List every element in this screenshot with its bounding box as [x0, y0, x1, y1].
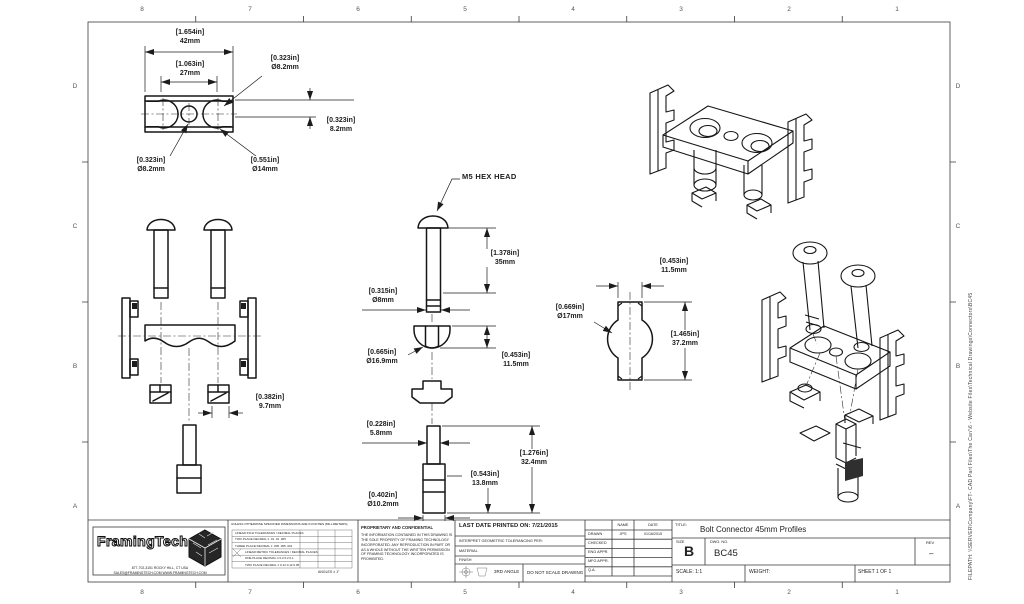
approval-drawn-name: JPS	[619, 531, 627, 536]
sheet-count-label: SHEET 1 OF 1	[858, 569, 892, 575]
dim-bolt-diameter: [0.315in]Ø8mm	[360, 287, 406, 306]
projection-label: 3RD ANGLE	[494, 569, 520, 574]
view-top	[141, 46, 354, 157]
weight-label: WEIGHT:	[749, 569, 770, 575]
tolerance-row: LINEAR INCH TOLERANCES / DECIMAL PLACES	[235, 531, 304, 535]
third-angle-projection-icon	[459, 566, 488, 578]
approval-row-label: CHECKED	[588, 540, 607, 545]
sheet-size: B	[684, 543, 695, 559]
zone-letter-right: B	[955, 363, 961, 370]
dim-hole-top-right: [0.323in]Ø8.2mm	[258, 54, 312, 73]
material-label: MATERIAL	[459, 549, 478, 553]
sheet-border	[82, 16, 956, 588]
zone-number-bottom: 5	[463, 589, 467, 596]
company-address-line1: 877-702-3151 ROCKY HILL, CT USA	[131, 566, 189, 570]
zone-letter-left: D	[72, 83, 78, 90]
view-iso-assembled	[649, 84, 813, 220]
tolerance-row: LINEAR METRIC TOLERANCES / DECIMAL PLACE…	[245, 549, 318, 554]
tolerance-row: TWO PLACE DECIMAL ± .01 .01 .005	[235, 537, 286, 542]
zone-letter-left: B	[72, 363, 78, 370]
approvals-date-header: DATE	[648, 522, 658, 527]
dim-pin-length: [1.276in]32.4mm	[510, 449, 558, 468]
rev-value: –	[929, 549, 934, 558]
dim-profile-height: [1.465in]37.2mm	[661, 330, 709, 349]
proprietary-title: PROPRIETARY AND CONFIDENTIAL	[361, 525, 434, 530]
zone-number-top: 1	[895, 6, 899, 13]
zone-number-bottom: 2	[787, 589, 791, 596]
drawing-title: Bolt Connector 45mm Profiles	[700, 525, 807, 534]
tolerance-note: UNLESS OTHERWISE SPECIFIED DIMENSIONS AR…	[231, 522, 348, 526]
zone-number-bottom: 1	[895, 589, 899, 596]
zone-number-top: 8	[140, 6, 144, 13]
dim-overall-width: [1.654in]42mm	[164, 28, 216, 47]
dim-pin-body-diameter: [0.402in]Ø10.2mm	[356, 491, 410, 510]
dim-pin-shaft-diameter: [0.228in]5.8mm	[358, 420, 404, 439]
dim-profile-width: [0.453in]11.5mm	[650, 257, 698, 276]
approval-row-label: ENG APPR.	[588, 549, 609, 554]
approval-row-label: Q.A.	[588, 568, 596, 573]
approval-row-label: DRAWN	[588, 531, 603, 536]
dwg-no-label: DWG. NO.	[710, 540, 729, 544]
company-address-line2: SALES@FRAMINGTECH.COM WWW.FRAMINGTECH.CO…	[113, 570, 207, 575]
dim-slot-bottom-right: [0.551in]Ø14mm	[238, 156, 292, 175]
zone-letter-left: A	[72, 503, 78, 510]
filepath-note: FILEPATH: \\SERVER\Company\FT- CAD Part …	[968, 292, 974, 580]
view-bolt-column	[362, 178, 540, 522]
dim-hole-bottom-left: [0.323in]Ø8.2mm	[124, 156, 178, 175]
zone-letter-left: C	[72, 223, 78, 230]
approvals-name-header: NAME	[617, 522, 629, 527]
proprietary-body: THE INFORMATION CONTAINED IN THIS DRAWIN…	[361, 533, 453, 562]
approval-row-label: MFG APPR.	[588, 559, 609, 564]
zone-number-top: 4	[571, 6, 575, 13]
zone-number-bottom: 3	[679, 589, 683, 596]
zone-number-top: 6	[356, 6, 360, 13]
do-not-scale-label: DO NOT SCALE DRAWING	[527, 570, 584, 575]
zone-number-top: 7	[248, 6, 252, 13]
title-label: TITLE:	[675, 522, 688, 527]
dim-barrelnut-diameter: [0.665in]Ø16.9mm	[356, 348, 408, 367]
size-label: SIZE	[676, 540, 685, 544]
zone-number-bottom: 8	[140, 589, 144, 596]
dim-pin-body-length: [0.543in]13.8mm	[462, 470, 508, 489]
company-logo-text: FramingTech	[96, 533, 189, 550]
dim-bolt-length: [1.378in]35mm	[482, 249, 528, 268]
scale-value: SCALE: 1:1	[676, 569, 703, 575]
zone-letter-right: A	[955, 503, 961, 510]
zone-letter-right: C	[955, 223, 961, 230]
tolerance-row: ONE PLACE DECIMAL ± 0.2 0.2 0.1	[245, 556, 294, 561]
zone-number-bottom: 6	[356, 589, 360, 596]
finish-label: FINISH	[459, 558, 472, 562]
dim-flange-right: [0.323in]8.2mm	[316, 116, 366, 135]
title-block-grid	[88, 519, 950, 582]
approval-drawn-date: 01/16/2015	[644, 531, 662, 536]
zone-letter-right: D	[955, 83, 961, 90]
zone-number-top: 5	[463, 6, 467, 13]
view-assembly-front	[118, 218, 262, 494]
zone-number-bottom: 4	[571, 589, 575, 596]
zone-number-top: 2	[787, 6, 791, 13]
zone-number-top: 3	[679, 6, 683, 13]
last-printed-note: LAST DATE PRINTED ON: 7/21/2015	[459, 523, 558, 529]
view-barrel-profile	[593, 282, 692, 390]
m5-hex-head-callout: M5 HEX HEAD	[462, 172, 517, 181]
company-cube-logo	[188, 529, 222, 567]
interpret-note: INTERPRET GEOMETRIC TOLERANCING PER:	[459, 539, 543, 543]
view-iso-exploded	[761, 241, 905, 503]
tolerance-row: THREE PLACE DECIMAL ± .005 .005 .001	[235, 543, 293, 548]
dwg-no-value: BC45	[714, 548, 738, 559]
tolerance-row: TWO PLACE DECIMAL ± 0.12 0.12 0.05	[245, 562, 300, 567]
dim-barrelnut-height: [0.453in]11.5mm	[492, 351, 540, 370]
tolerance-angles: ANGLES ± 1°	[318, 570, 340, 574]
rev-label: REV	[926, 540, 935, 545]
dim-profile-bulge-diameter: [0.669in]Ø17mm	[546, 303, 594, 322]
dim-hole-spacing: [1.063in]27mm	[164, 60, 216, 79]
dim-assembly-offset: [0.382in]9.7mm	[245, 393, 295, 412]
zone-number-bottom: 7	[248, 589, 252, 596]
